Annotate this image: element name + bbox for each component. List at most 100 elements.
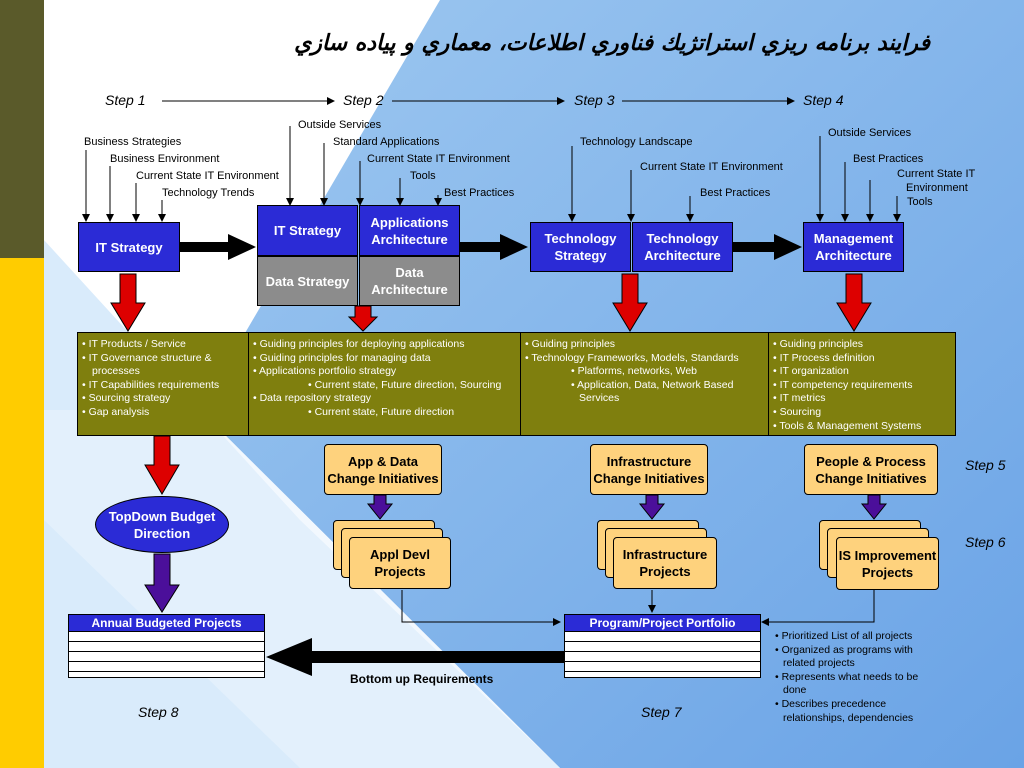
input-label: Environment bbox=[906, 182, 968, 194]
output-item: • Guiding principles for deploying appli… bbox=[253, 338, 465, 350]
step-2-label: Step 2 bbox=[343, 92, 384, 108]
purple-down-arrows bbox=[144, 494, 888, 613]
table-row bbox=[69, 662, 264, 672]
people-process-change-initiatives: People & Process Change Initiatives bbox=[804, 444, 938, 495]
input-label: Business Environment bbox=[110, 153, 220, 165]
output-item: • IT competency requirements bbox=[773, 378, 913, 391]
output-item: • IT metrics bbox=[773, 392, 826, 405]
input-label: Current State IT Environment bbox=[640, 161, 783, 173]
infrastructure-change-initiatives: Infrastructure Change Initiatives bbox=[590, 444, 708, 495]
note-item: relationships, dependencies bbox=[783, 711, 914, 724]
red-down-arrows bbox=[110, 273, 872, 495]
app-data-change-initiatives: App & Data Change Initiatives bbox=[324, 444, 442, 495]
input-label: Tools bbox=[907, 196, 933, 208]
is-improvement-projects: IS Improvement Projects bbox=[836, 537, 939, 590]
table-row bbox=[565, 662, 760, 672]
it-strategy-box: IT Strategy bbox=[78, 222, 180, 272]
table-row bbox=[69, 642, 264, 652]
input-label: Business Strategies bbox=[84, 136, 182, 148]
management-architecture-box: Management Architecture bbox=[803, 222, 904, 272]
output-item: • Guiding principles bbox=[525, 338, 616, 350]
step-flow-arrows bbox=[180, 234, 802, 260]
outputs-column-technology: • Guiding principles • Technology Framew… bbox=[521, 333, 769, 435]
bottom-up-requirements-label: Bottom up Requirements bbox=[350, 672, 494, 686]
input-label: Technology Trends bbox=[162, 187, 255, 199]
output-item: • Application, Data, Network Based bbox=[571, 378, 734, 391]
output-item: • Platforms, networks, Web bbox=[571, 365, 698, 378]
input-label: Tools bbox=[410, 170, 436, 182]
table-row bbox=[69, 672, 264, 681]
outputs-column-applications: • Guiding principles for deploying appli… bbox=[249, 333, 521, 435]
input-label: Best Practices bbox=[444, 187, 515, 199]
output-item: • Sourcing bbox=[773, 405, 822, 418]
applications-architecture-box: Applications Architecture bbox=[359, 205, 460, 256]
table-row bbox=[69, 632, 264, 642]
note-item: • Describes precedence bbox=[775, 697, 887, 710]
note-item: done bbox=[783, 684, 807, 697]
input-label: Technology Landscape bbox=[580, 136, 693, 148]
table-row bbox=[565, 632, 760, 642]
output-item: • Applications portfolio strategy bbox=[253, 365, 397, 378]
step-6-label: Step 6 bbox=[965, 534, 1006, 550]
output-item: • Guiding principles for managing data bbox=[253, 351, 431, 364]
table-row bbox=[565, 672, 760, 681]
note-item: • Prioritized List of all projects bbox=[775, 630, 913, 642]
table-header: Program/Project Portfolio bbox=[565, 615, 760, 632]
it-strategy-box-step2: IT Strategy bbox=[257, 205, 358, 256]
note-item: • Represents what needs to be bbox=[775, 670, 919, 683]
annual-budgeted-projects-table: Annual Budgeted Projects bbox=[68, 614, 265, 678]
output-item: • Sourcing strategy bbox=[82, 392, 171, 405]
input-label: Outside Services bbox=[298, 119, 382, 131]
output-item: • Data repository strategy bbox=[253, 392, 372, 405]
note-item: related projects bbox=[783, 657, 855, 670]
input-label: Best Practices bbox=[700, 187, 771, 199]
note-item: • Organized as programs with bbox=[775, 643, 913, 656]
output-item: • Current state, Future direction bbox=[308, 405, 455, 418]
output-item: Services bbox=[579, 392, 620, 405]
side-dark-bar bbox=[0, 0, 44, 258]
input-label: Best Practices bbox=[853, 153, 924, 165]
input-label: Current State IT bbox=[897, 168, 976, 180]
topdown-budget-direction: TopDown Budget Direction bbox=[95, 496, 229, 553]
technology-architecture-box: Technology Architecture bbox=[632, 222, 733, 272]
step-8-label: Step 8 bbox=[138, 704, 179, 720]
output-item: • Guiding principles bbox=[773, 338, 864, 350]
outputs-panel: • IT Products / Service • IT Governance … bbox=[77, 332, 956, 436]
step-3-label: Step 3 bbox=[574, 92, 615, 108]
data-strategy-box: Data Strategy bbox=[257, 256, 358, 306]
technology-strategy-box: Technology Strategy bbox=[530, 222, 631, 272]
step-5-label: Step 5 bbox=[965, 457, 1006, 473]
output-item: • Gap analysis bbox=[82, 405, 150, 418]
program-project-portfolio-table: Program/Project Portfolio bbox=[564, 614, 761, 678]
data-architecture-box: Data Architecture bbox=[359, 256, 460, 306]
output-item: • IT Products / Service bbox=[82, 338, 186, 350]
step1-input-arrows bbox=[82, 150, 166, 222]
output-item: • IT Capabilities requirements bbox=[82, 378, 220, 391]
appl-devl-projects: Appl Devl Projects bbox=[349, 537, 451, 589]
output-item: processes bbox=[92, 365, 140, 378]
output-item: • Technology Frameworks, Models, Standar… bbox=[525, 351, 739, 364]
output-item: • IT Process definition bbox=[773, 351, 875, 364]
portfolio-notes: • Prioritized List of all projects • Org… bbox=[775, 630, 918, 725]
page-title: فرايند برنامه ريزي استراتژيك فناوري اطلا… bbox=[294, 30, 930, 56]
input-label: Current State IT Environment bbox=[136, 170, 279, 182]
table-header: Annual Budgeted Projects bbox=[69, 615, 264, 632]
input-label: Standard Applications bbox=[333, 136, 440, 148]
output-item: • Current state, Future direction, Sourc… bbox=[308, 378, 502, 391]
step-7-label: Step 7 bbox=[641, 704, 682, 720]
output-item: • IT Governance structure & bbox=[82, 351, 212, 364]
infrastructure-projects: Infrastructure Projects bbox=[613, 537, 717, 589]
table-row bbox=[69, 652, 264, 662]
side-yellow-bar bbox=[0, 258, 44, 768]
table-row bbox=[565, 642, 760, 652]
outputs-column-management: • Guiding principles • IT Process defini… bbox=[769, 333, 955, 435]
input-label: Outside Services bbox=[828, 127, 912, 139]
step-4-label: Step 4 bbox=[803, 92, 844, 108]
bottom-up-arrow bbox=[266, 638, 564, 676]
table-row bbox=[565, 652, 760, 662]
outputs-column-it-strategy: • IT Products / Service • IT Governance … bbox=[78, 333, 249, 435]
output-item: • IT organization bbox=[773, 365, 849, 378]
step-1-label: Step 1 bbox=[105, 92, 146, 108]
output-item: • Tools & Management Systems bbox=[773, 419, 922, 432]
